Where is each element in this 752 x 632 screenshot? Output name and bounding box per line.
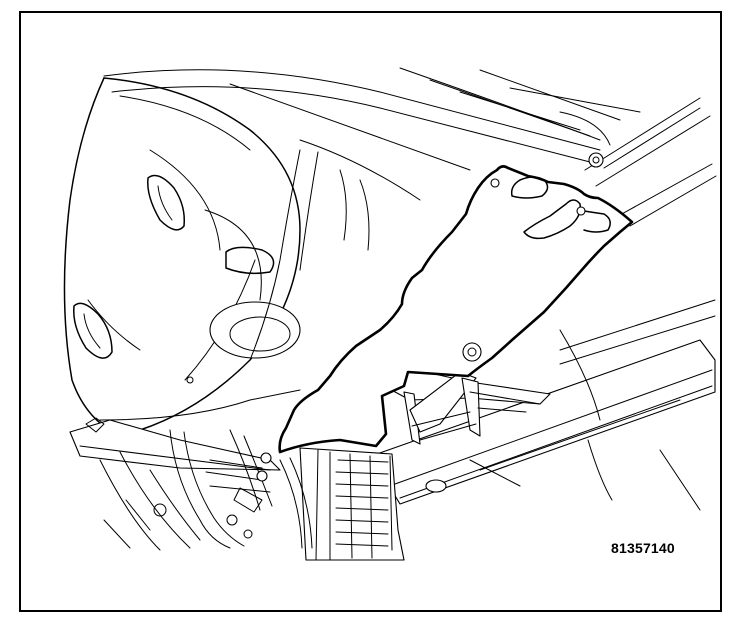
tire [299, 447, 405, 561]
mounting-bracket [383, 367, 551, 445]
fuel-tank [63, 77, 301, 437]
fuel-lines-and-suspension [69, 417, 313, 551]
tank-strap [249, 149, 370, 361]
figure-id-label: 81357140 [611, 540, 675, 556]
heat-shield [278, 152, 634, 454]
floor-pan-lines [103, 67, 641, 201]
